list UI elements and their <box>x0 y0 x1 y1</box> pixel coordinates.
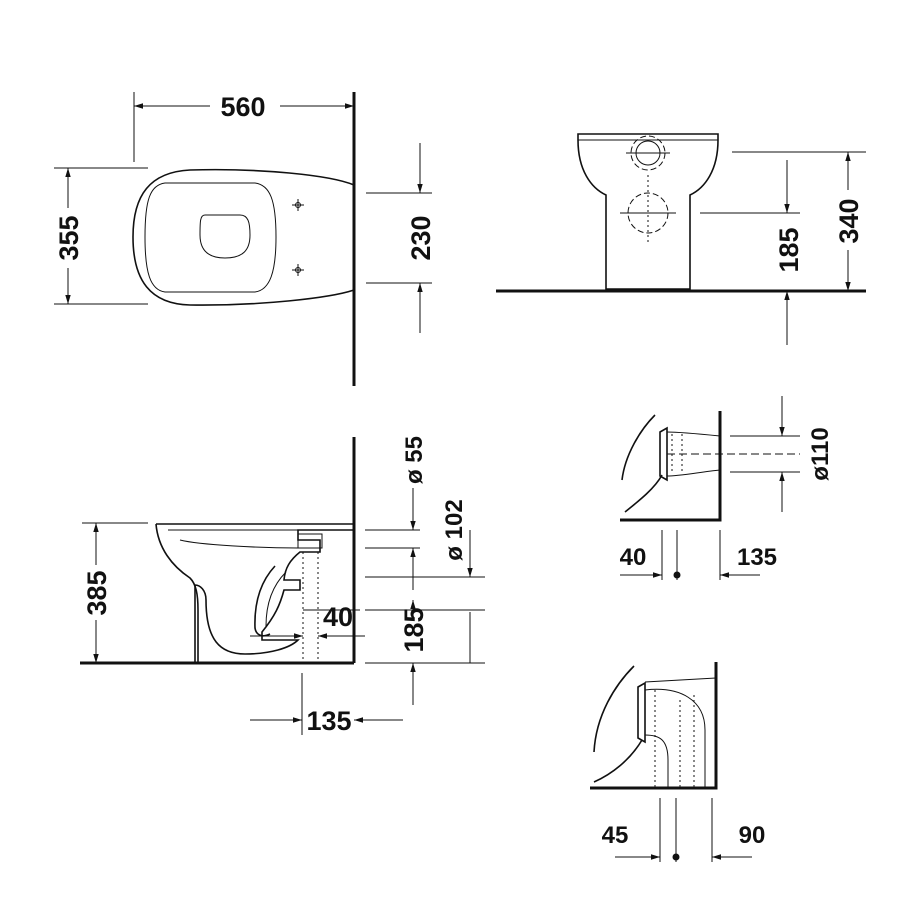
dim-top-fix-spacing: 230 <box>406 215 436 260</box>
dim-side-outlet-dia: ø 102 <box>441 499 468 560</box>
front-view-inlet <box>626 135 670 171</box>
top-view-opening <box>199 214 251 259</box>
dim-side-offset: 40 <box>323 602 353 632</box>
front-view: 185 340 <box>496 133 866 345</box>
detail-1: ø110 40 135 <box>620 396 834 580</box>
dim-front-outlet-height: 185 <box>774 227 804 272</box>
top-view-bowl-outline <box>132 168 355 306</box>
dim-side-inlet-dia: ø 55 <box>401 436 428 484</box>
front-view-outlet <box>620 175 676 245</box>
dim-detail2-right: 90 <box>739 822 766 849</box>
detail-2: 45 90 <box>590 662 765 862</box>
front-view-bowl <box>577 133 719 290</box>
dim-side-wall-distance: 135 <box>306 706 351 736</box>
dim-detail1-right: 135 <box>737 544 777 571</box>
dim-front-height: 340 <box>834 198 864 243</box>
top-view-fixing-marks <box>292 199 304 276</box>
dim-top-width: 560 <box>220 92 265 122</box>
top-view-seat <box>144 182 277 293</box>
dim-side-outlet-height: 185 <box>399 607 429 652</box>
detail-2-wall-floor <box>590 662 718 790</box>
top-view: 560 355 230 <box>54 92 436 386</box>
dim-top-depth: 355 <box>54 215 84 260</box>
dim-detail1-dia: ø110 <box>807 427 834 480</box>
side-view-bowl <box>156 523 355 662</box>
dim-detail2-left: 45 <box>602 822 629 849</box>
dim-side-height: 385 <box>82 570 112 615</box>
dim-detail1-left: 40 <box>620 544 647 571</box>
side-view: 385 ø 55 ø 102 185 40 135 <box>80 436 485 736</box>
